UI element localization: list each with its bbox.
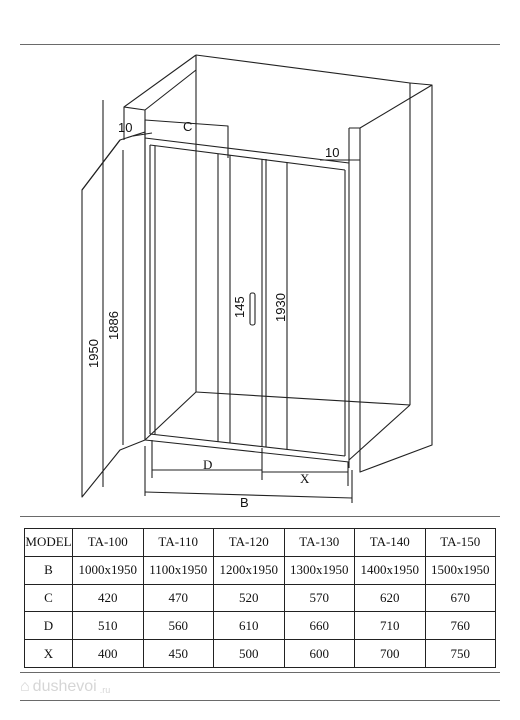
table-cell: 400 [72,639,144,668]
middle-rule [20,516,500,517]
handle-label: 145 [232,296,247,318]
watermark: ⌂ dushevoi .ru [20,678,110,696]
table-cell: X [24,639,73,668]
left-wall-top [123,54,197,111]
right-wall-top [349,82,433,129]
bottom-rail [144,439,350,463]
top-rail [144,137,350,164]
wall-gap-left-label: 10 [118,120,132,135]
table-cell: 1300x1950 [283,555,355,585]
width-label: B [240,495,249,510]
table-row: D 510 560 610 660 710 760 [24,611,496,641]
top-rail-inner [149,144,346,171]
table-header-row: MODEL TA-100 TA-110 TA-120 TA-130 TA-140… [24,528,496,557]
watermark-logo-icon: ⌂ [20,678,30,695]
table-cell: 660 [283,611,355,641]
wall-gap-right-label: 10 [325,145,339,160]
table-cell: 510 [72,611,144,641]
table-cell: 420 [72,583,144,613]
right-wall-front [359,85,433,473]
floor-right-edge [348,404,411,461]
table-cell: 1100x1950 [142,555,214,585]
total-height-label: 1950 [86,339,101,368]
shower-door-diagram: 10 C 10 1950 1886 145 1930 D X B [81,54,433,510]
fixed-label: X [300,471,310,486]
table-header-cell: TA-110 [142,528,214,557]
table-cell: 700 [354,639,426,668]
table-header-cell: TA-150 [424,528,496,557]
overlap-bracket [144,119,229,158]
top-rule [20,44,500,45]
table-cell: 710 [354,611,426,641]
table-cell: 560 [142,611,214,641]
table-cell: 1000x1950 [72,555,144,585]
bottom-rule [20,672,500,673]
watermark-text: dushevoi [32,678,97,695]
table-cell: 450 [142,639,214,668]
table-cell: 600 [283,639,355,668]
dim-line-B [144,491,353,499]
door-height-label: 1886 [106,311,121,340]
table-row: X 400 450 500 600 700 750 [24,639,496,668]
opening-label: D [203,457,212,472]
table-cell: 610 [213,611,285,641]
table-header-cell: TA-100 [72,528,144,557]
table-cell: 670 [424,583,496,613]
footer-rule [20,700,500,701]
table-cell: 760 [424,611,496,641]
door-handle [249,292,256,326]
table-row: C 420 470 520 570 620 670 [24,583,496,613]
table-cell: 620 [354,583,426,613]
table-header-cell: MODEL [24,528,73,557]
table-cell: 570 [283,583,355,613]
table-cell: 1200x1950 [213,555,285,585]
left-panel-edge [81,139,121,191]
model-spec-table: MODEL TA-100 TA-110 TA-120 TA-130 TA-140… [24,528,496,668]
panel-height-label: 1930 [273,293,288,322]
table-cell: B [24,555,73,585]
table-cell: 520 [213,583,285,613]
table-cell: C [24,583,73,613]
table-cell: 1500x1950 [424,555,496,585]
table-row: B 1000x1950 1100x1950 1200x1950 1300x195… [24,555,496,585]
table-header-cell: TA-140 [354,528,426,557]
bottom-rail-inner [149,433,346,457]
table-cell: 500 [213,639,285,668]
overlap-label: C [183,119,192,134]
floor-back-edge [195,391,411,406]
table-cell: 750 [424,639,496,668]
table-cell: 470 [142,583,214,613]
table-cell: D [24,611,73,641]
floor-left-edge [144,391,197,441]
back-wall-top-edge [195,54,411,84]
table-header-cell: TA-120 [213,528,285,557]
watermark-suffix: .ru [99,685,111,695]
table-cell: 1400x1950 [354,555,426,585]
table-header-cell: TA-130 [283,528,355,557]
